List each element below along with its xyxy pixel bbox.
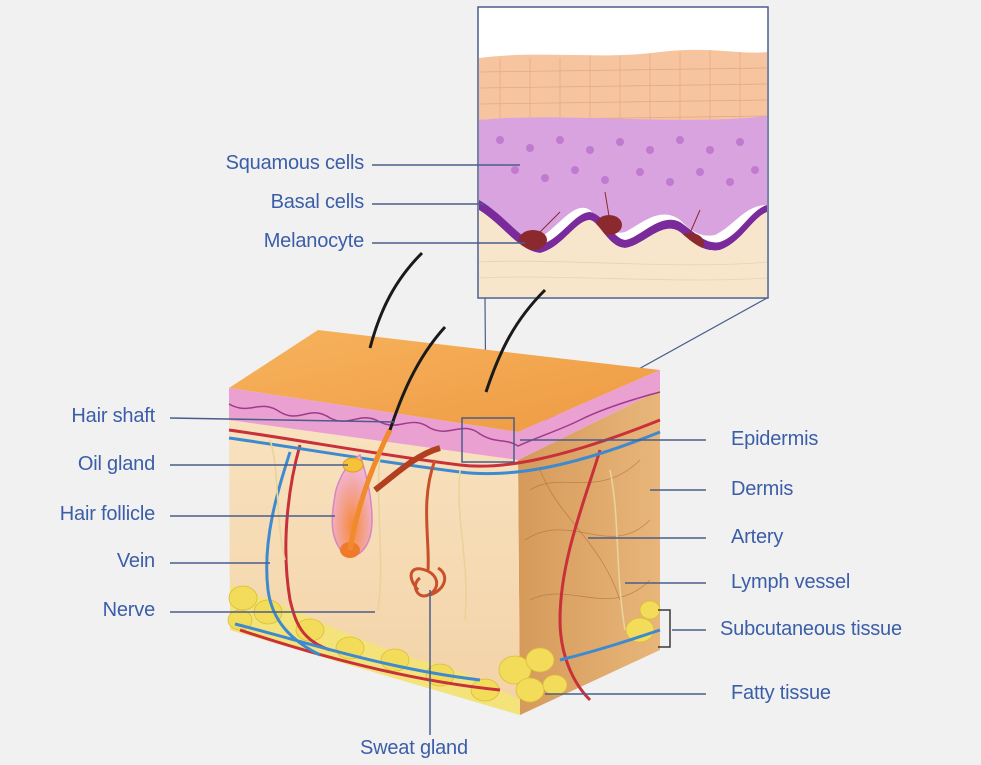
label-hair-shaft: Hair shaft bbox=[71, 405, 155, 428]
label-epidermis: Epidermis bbox=[731, 428, 818, 451]
label-vein: Vein bbox=[117, 550, 155, 573]
skin-block bbox=[228, 253, 670, 715]
label-lymph-vessel: Lymph vessel bbox=[731, 571, 850, 594]
label-artery: Artery bbox=[731, 526, 783, 549]
label-nerve: Nerve bbox=[103, 599, 155, 622]
label-basal-cells: Basal cells bbox=[271, 191, 364, 214]
label-melanocyte: Melanocyte bbox=[264, 230, 364, 253]
label-fatty-tissue: Fatty tissue bbox=[731, 682, 831, 705]
label-sweat-gland: Sweat gland bbox=[360, 737, 468, 760]
label-oil-gland: Oil gland bbox=[78, 453, 155, 476]
squamous-cell-layer bbox=[479, 116, 767, 238]
label-squamous-cells: Squamous cells bbox=[226, 152, 364, 175]
label-dermis: Dermis bbox=[731, 478, 793, 501]
label-hair-follicle: Hair follicle bbox=[60, 503, 155, 526]
label-subcutaneous-tissue: Subcutaneous tissue bbox=[720, 618, 902, 641]
inset-magnified-epidermis bbox=[478, 7, 768, 298]
